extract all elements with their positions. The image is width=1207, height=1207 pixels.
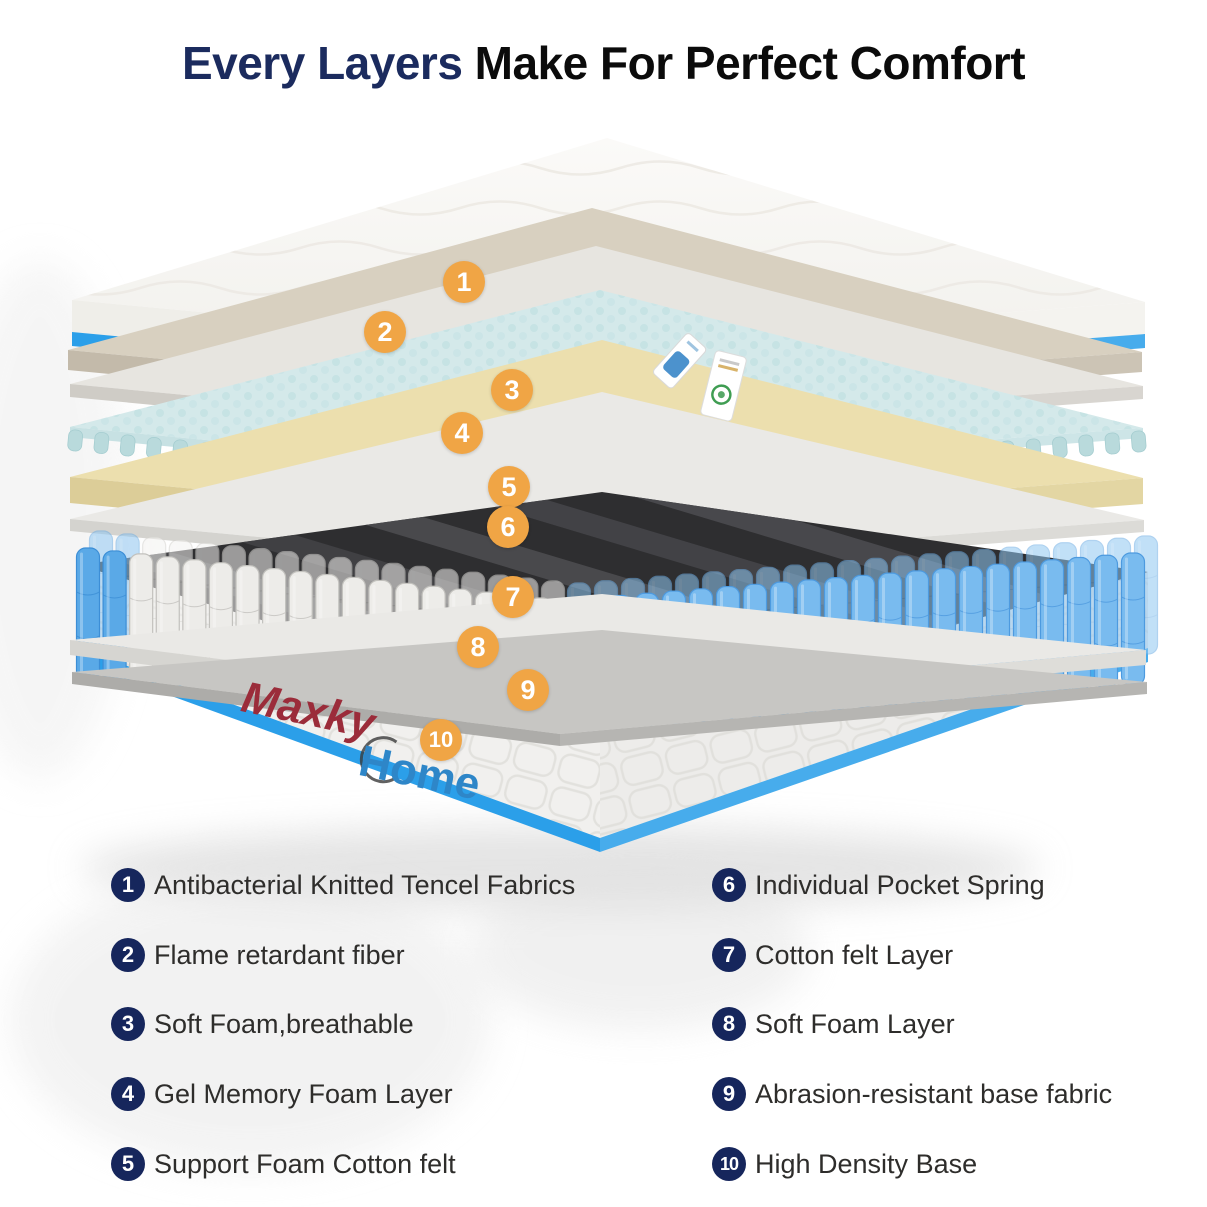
legend-label: Flame retardant fiber bbox=[154, 939, 405, 970]
legend-item-10: 10 High Density Base bbox=[712, 1147, 977, 1181]
legend-number-badge: 9 bbox=[712, 1077, 746, 1111]
legend-item-2: 2 Flame retardant fiber bbox=[111, 938, 405, 972]
legend-item-9: 9 Abrasion-resistant base fabric bbox=[712, 1077, 1112, 1111]
legend-label: Soft Foam,breathable bbox=[154, 1008, 414, 1039]
legend-label: Antibacterial Knitted Tencel Fabrics bbox=[154, 869, 576, 900]
legend-item-3: 3 Soft Foam,breathable bbox=[111, 1007, 414, 1041]
legend-number-badge: 7 bbox=[712, 938, 746, 972]
legend-item-8: 8 Soft Foam Layer bbox=[712, 1007, 955, 1041]
diagram-marker-10: 10 bbox=[420, 719, 462, 761]
legend-label: Soft Foam Layer bbox=[755, 1008, 955, 1039]
legend-item-6: 6 Individual Pocket Spring bbox=[712, 868, 1045, 902]
diagram-marker-1: 1 bbox=[443, 261, 485, 303]
title-rest: Make For Perfect Comfort bbox=[462, 37, 1026, 89]
diagram-marker-2: 2 bbox=[364, 311, 406, 353]
legend-label: Support Foam Cotton felt bbox=[154, 1148, 456, 1179]
page-title: Every Layers Make For Perfect Comfort bbox=[0, 36, 1207, 90]
legend-number-badge: 3 bbox=[111, 1007, 145, 1041]
legend-number-badge: 1 bbox=[111, 868, 145, 902]
diagram-marker-8: 8 bbox=[457, 626, 499, 668]
legend-item-5: 5 Support Foam Cotton felt bbox=[111, 1147, 456, 1181]
care-label-tag bbox=[653, 333, 707, 389]
legend-label: Gel Memory Foam Layer bbox=[154, 1078, 453, 1109]
diagram-marker-9: 9 bbox=[507, 669, 549, 711]
legend-label: Cotton felt Layer bbox=[755, 939, 954, 970]
legend-number-badge: 2 bbox=[111, 938, 145, 972]
certification-tag bbox=[700, 350, 747, 422]
legend-number-badge: 6 bbox=[712, 868, 746, 902]
brand-logo-swoosh bbox=[359, 736, 398, 784]
legend-number-badge: 10 bbox=[712, 1147, 746, 1181]
legend-item-7: 7 Cotton felt Layer bbox=[712, 938, 953, 972]
diagram-marker-6: 6 bbox=[487, 506, 529, 548]
title-highlight: Every Layers bbox=[181, 37, 463, 89]
diagram-marker-7: 7 bbox=[492, 576, 534, 618]
legend-number-badge: 5 bbox=[111, 1147, 145, 1181]
diagram-marker-5: 5 bbox=[488, 466, 530, 508]
legend-number-badge: 8 bbox=[712, 1007, 746, 1041]
diagram-marker-3: 3 bbox=[491, 369, 533, 411]
legend-item-1: 1 Antibacterial Knitted Tencel Fabrics bbox=[111, 868, 575, 902]
legend-number-badge: 4 bbox=[111, 1077, 145, 1111]
diagram-marker-4: 4 bbox=[441, 412, 483, 454]
legend-label: Abrasion-resistant base fabric bbox=[755, 1078, 1113, 1109]
legend-label: High Density Base bbox=[755, 1148, 978, 1179]
legend-item-4: 4 Gel Memory Foam Layer bbox=[111, 1077, 453, 1111]
legend-label: Individual Pocket Spring bbox=[755, 869, 1045, 900]
